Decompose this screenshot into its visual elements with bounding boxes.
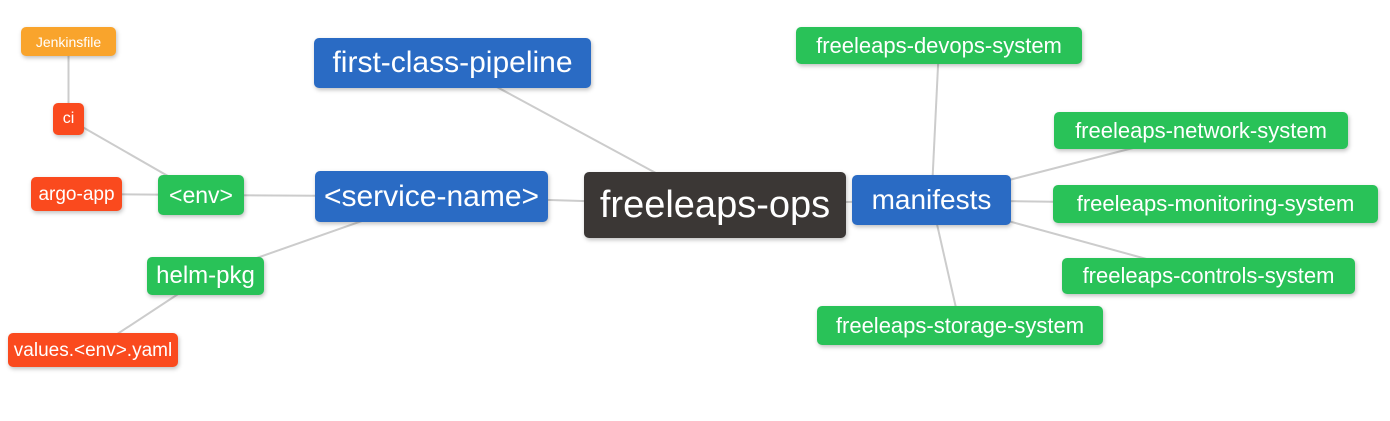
mindmap-node-env[interactable]: <env> bbox=[158, 175, 244, 215]
mindmap-node-argo-app[interactable]: argo-app bbox=[31, 177, 122, 211]
mindmap-node-first-class-pipeline[interactable]: first-class-pipeline bbox=[314, 38, 591, 88]
mindmap-node-freeleaps-ops[interactable]: freeleaps-ops bbox=[584, 172, 846, 238]
mindmap-node-ci[interactable]: ci bbox=[53, 103, 84, 135]
mindmap-node-freeleaps-controls-system[interactable]: freeleaps-controls-system bbox=[1062, 258, 1355, 294]
mindmap-node-service-name[interactable]: <service-name> bbox=[315, 171, 548, 222]
mindmap-node-values-env-yaml[interactable]: values.<env>.yaml bbox=[8, 333, 178, 367]
edge-line-manifests--freeleaps-devops-system bbox=[930, 45, 940, 201]
mindmap-node-freeleaps-devops-system[interactable]: freeleaps-devops-system bbox=[796, 27, 1082, 64]
mindmap-node-helm-pkg[interactable]: helm-pkg bbox=[147, 257, 264, 295]
mindmap-node-manifests[interactable]: manifests bbox=[852, 175, 1011, 225]
mindmap-node-freeleaps-storage-system[interactable]: freeleaps-storage-system bbox=[817, 306, 1103, 345]
mindmap-node-freeleaps-network-system[interactable]: freeleaps-network-system bbox=[1054, 112, 1348, 149]
mindmap-node-jenkinsfile[interactable]: Jenkinsfile bbox=[21, 27, 116, 56]
mindmap-node-freeleaps-monitoring-system[interactable]: freeleaps-monitoring-system bbox=[1053, 185, 1378, 223]
